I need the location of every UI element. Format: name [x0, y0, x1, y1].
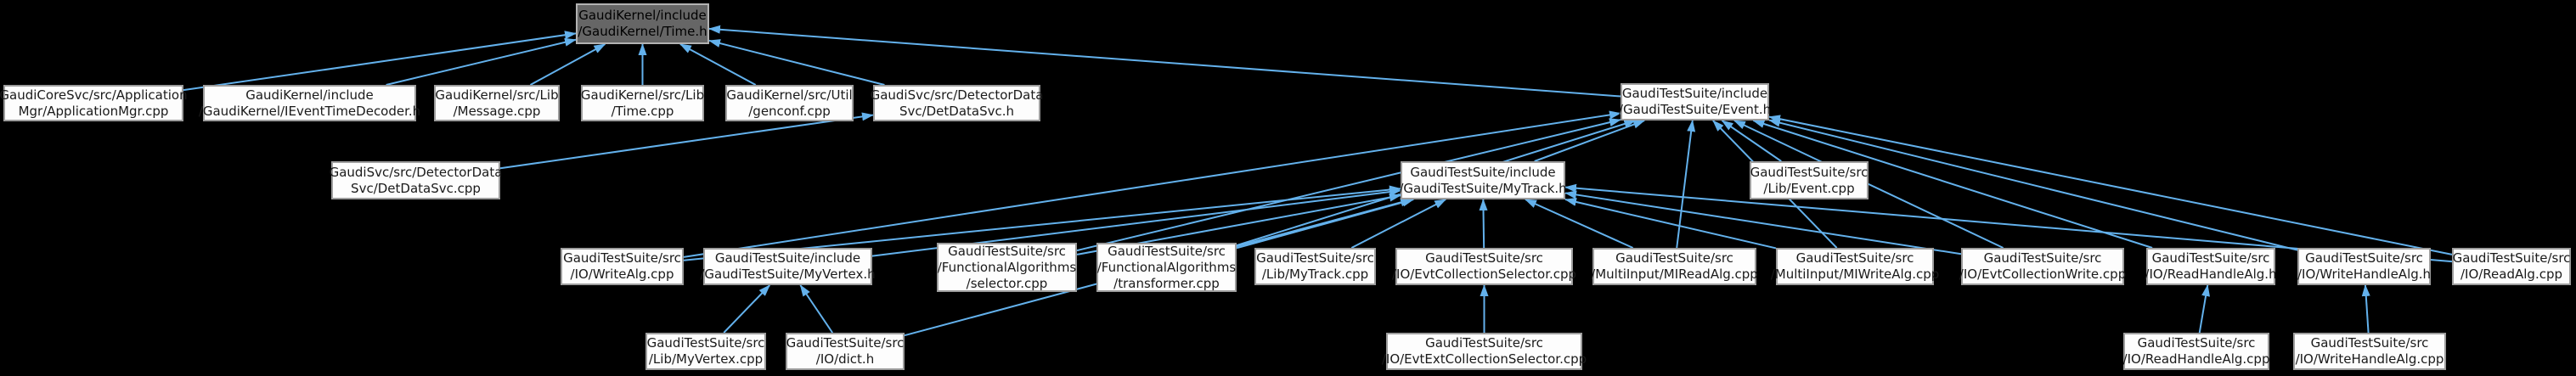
- graph-node-dict_h[interactable]: GaudiTestSuite/src /IO/dict.h: [786, 333, 905, 370]
- edge-evtcollectionselector_cpp-to-mytrack_h: [1479, 199, 1488, 249]
- edge-readhandlealg_cpp-to-readhandlealg_h: [2198, 284, 2211, 334]
- edge-readalg_cpp-to-event_h: [1768, 115, 2453, 255]
- edge-mireadalg_cpp-to-mytrack_h: [1525, 199, 1634, 249]
- edge-selector_cpp-to-event_h: [1076, 118, 1621, 252]
- edge-event_cpp-to-event_h: [1721, 120, 1782, 162]
- graph-node-time_cpp[interactable]: GaudiKernel/src/Lib /Time.cpp: [581, 85, 704, 121]
- graph-node-myvertex_h[interactable]: GaudiTestSuite/include /GaudiTestSuite/M…: [700, 248, 876, 285]
- edge-ieventtimedecoder_h-to-time_h: [386, 37, 577, 86]
- graph-node-readhandlealg_cpp[interactable]: GaudiTestSuite/src /IO/ReadHandleAlg.cpp: [2123, 333, 2269, 370]
- graph-node-time_h: GaudiKernel/include /GaudiKernel/Time.h: [576, 3, 709, 44]
- graph-node-evtextcollectionselector_cpp[interactable]: GaudiTestSuite/src /IO/EvtExtCollectionS…: [1382, 333, 1587, 370]
- graph-node-myvertex_cpp[interactable]: GaudiTestSuite/src /Lib/MyVertex.cpp: [645, 333, 766, 370]
- edge-evtcollectionwrite_cpp-to-mytrack_h: [1564, 190, 1962, 255]
- edge-message_cpp-to-time_h: [529, 43, 606, 86]
- graph-node-ieventtimedecoder_h[interactable]: GaudiKernel/include /GaudiKernel/IEventT…: [199, 85, 420, 121]
- graph-node-miwritealg_cpp[interactable]: GaudiTestSuite/src /MultiInput/MIWriteAl…: [1771, 248, 1939, 285]
- edge-writealg_cpp-to-event_h: [683, 110, 1621, 258]
- graph-node-readhandlealg_h[interactable]: GaudiTestSuite/src /IO/ReadHandleAlg.h: [2145, 248, 2277, 285]
- graph-node-applicationmgr_cpp[interactable]: GaudiCoreSvc/src/Application Mgr/Applica…: [0, 85, 188, 121]
- graph-node-mytrack_h[interactable]: GaudiTestSuite/include /GaudiTestSuite/M…: [1399, 161, 1567, 199]
- graph-node-selector_cpp[interactable]: GaudiTestSuite/src /FunctionalAlgorithms…: [937, 243, 1077, 292]
- graph-node-genconf_cpp[interactable]: GaudiKernel/src/Util /genconf.cpp: [725, 85, 854, 121]
- graph-node-event_h[interactable]: GaudiTestSuite/include /GaudiTestSuite/E…: [1619, 83, 1771, 121]
- graph-node-event_cpp[interactable]: GaudiTestSuite/src /Lib/Event.cpp: [1750, 161, 1869, 199]
- graph-node-mytrack_cpp[interactable]: GaudiTestSuite/src /Lib/MyTrack.cpp: [1254, 248, 1376, 285]
- edge-miwritealg_cpp-to-mytrack_h: [1564, 198, 1777, 250]
- graph-node-writealg_cpp[interactable]: GaudiTestSuite/src /IO/WriteAlg.cpp: [561, 248, 684, 285]
- edge-dict_h-to-myvertex_h: [799, 284, 833, 334]
- graph-node-evtcollectionselector_cpp[interactable]: GaudiTestSuite/src /IO/EvtCollectionSele…: [1392, 248, 1576, 285]
- graph-node-mireadalg_cpp[interactable]: GaudiTestSuite/src /MultiInput/MIReadAlg…: [1591, 248, 1758, 285]
- edge-detdatasvc_h-to-time_h: [708, 39, 885, 86]
- edge-mytrack_cpp-to-mytrack_h: [1350, 199, 1447, 249]
- edge-detdatasvc_cpp-to-detdatasvc_h: [499, 112, 874, 170]
- graph-node-readalg_cpp[interactable]: GaudiTestSuite/src /IO/ReadAlg.cpp: [2452, 248, 2571, 285]
- edge-evtcollectionwrite_cpp-to-event_h: [1733, 120, 2004, 249]
- edge-event_h-to-time_h: [708, 25, 1621, 98]
- edge-writehandlealg_h-to-event_h: [1768, 118, 2298, 251]
- edge-readhandlealg_h-to-event_h: [1752, 120, 2153, 249]
- graph-node-writehandlealg_h[interactable]: GaudiTestSuite/src /IO/WriteHandleAlg.h: [2297, 248, 2431, 285]
- graph-node-transformer_cpp[interactable]: GaudiTestSuite/src /FunctionalAlgorithms…: [1096, 243, 1237, 292]
- graph-node-evtcollectionwrite_cpp[interactable]: GaudiTestSuite/src /IO/EvtCollectionWrit…: [1959, 248, 2126, 285]
- edge-applicationmgr_cpp-to-time_h: [183, 31, 577, 92]
- edge-genconf_cpp-to-time_h: [679, 43, 757, 86]
- graph-node-message_cpp[interactable]: GaudiKernel/src/Lib /Message.cpp: [434, 85, 560, 121]
- graph-node-detdatasvc_h[interactable]: GaudiSvc/src/DetectorData Svc/DetDataSvc…: [871, 85, 1043, 121]
- edge-writehandlealg_cpp-to-writehandlealg_h: [2361, 284, 2370, 334]
- edge-myvertex_cpp-to-myvertex_h: [723, 284, 770, 334]
- graph-node-detdatasvc_cpp[interactable]: GaudiSvc/src/DetectorData Svc/DetDataSvc…: [330, 161, 502, 199]
- graph-node-writehandlealg_cpp[interactable]: GaudiTestSuite/src /IO/WriteHandleAlg.cp…: [2293, 333, 2446, 370]
